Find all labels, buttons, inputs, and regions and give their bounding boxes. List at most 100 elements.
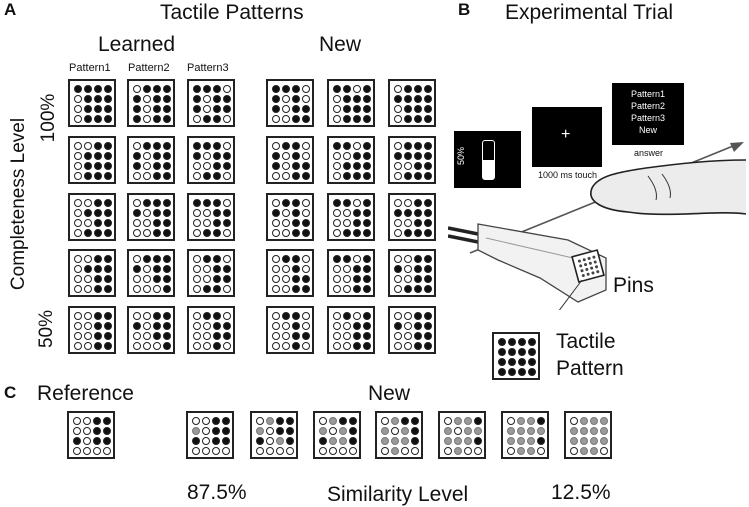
empty-pin	[394, 105, 402, 113]
empty-pin	[193, 209, 201, 217]
raised-pin	[143, 85, 151, 93]
empty-pin	[202, 447, 210, 455]
raised-pin	[153, 312, 161, 320]
pattern-grid	[187, 249, 235, 297]
removed-pin	[527, 447, 535, 455]
empty-pin	[133, 142, 141, 150]
raised-pin	[424, 209, 432, 217]
raised-pin	[292, 209, 300, 217]
empty-pin	[339, 447, 347, 455]
empty-pin	[302, 199, 310, 207]
raised-pin	[363, 142, 371, 150]
raised-pin	[424, 255, 432, 263]
empty-pin	[394, 115, 402, 123]
raised-pin	[394, 152, 402, 160]
empty-pin	[353, 312, 361, 320]
empty-pin	[74, 322, 82, 330]
removed-pin	[401, 427, 409, 435]
empty-pin	[404, 162, 412, 170]
finger-crease	[647, 173, 671, 201]
raised-pin	[343, 162, 351, 170]
raised-pin	[414, 275, 422, 283]
empty-pin	[333, 152, 341, 160]
similarity-pattern-grid	[186, 411, 234, 459]
answer-option-3: Pattern3	[631, 113, 666, 123]
raised-pin	[84, 162, 92, 170]
raised-pin	[282, 85, 290, 93]
raised-pin	[213, 115, 221, 123]
removed-pin	[590, 437, 598, 445]
empty-pin	[74, 275, 82, 283]
empty-pin	[394, 85, 402, 93]
empty-pin	[272, 265, 280, 273]
raised-pin	[363, 199, 371, 207]
empty-pin	[570, 447, 578, 455]
panel-a-letter: A	[4, 0, 17, 19]
similarity-pattern-grid	[375, 411, 423, 459]
raised-pin	[163, 229, 171, 237]
empty-pin	[223, 142, 231, 150]
removed-pin	[527, 437, 535, 445]
empty-pin	[143, 265, 151, 273]
raised-pin	[414, 95, 422, 103]
empty-pin	[143, 105, 151, 113]
empty-pin	[333, 95, 341, 103]
raised-pin	[94, 152, 102, 160]
empty-pin	[302, 265, 310, 273]
empty-pin	[193, 162, 201, 170]
raised-pin	[213, 162, 221, 170]
raised-pin	[213, 199, 221, 207]
raised-pin	[353, 265, 361, 273]
raised-pin	[394, 209, 402, 217]
raised-pin	[133, 162, 141, 170]
raised-pin	[292, 332, 300, 340]
new-heading-a: New	[319, 33, 362, 56]
pin-dots	[577, 255, 600, 278]
empty-pin	[133, 332, 141, 340]
raised-pin	[343, 85, 351, 93]
empty-pin	[74, 312, 82, 320]
raised-pin	[104, 115, 112, 123]
pattern-grid	[187, 306, 235, 354]
empty-pin	[83, 447, 91, 455]
tactile-label-line1: Tactile	[556, 330, 616, 353]
raised-pin	[193, 152, 201, 160]
raised-pin	[424, 199, 432, 207]
empty-pin	[282, 275, 290, 283]
raised-pin	[424, 312, 432, 320]
similarity-pattern-grid	[438, 411, 486, 459]
raised-pin	[163, 312, 171, 320]
raised-pin	[353, 219, 361, 227]
raised-pin	[414, 105, 422, 113]
empty-pin	[272, 199, 280, 207]
raised-pin	[498, 338, 506, 346]
device-illustration	[448, 142, 747, 310]
raised-pin	[474, 417, 482, 425]
raised-pin	[292, 172, 300, 180]
raised-pin	[292, 152, 300, 160]
pattern-grid	[327, 306, 375, 354]
raised-pin	[276, 417, 284, 425]
raised-pin	[213, 312, 221, 320]
empty-pin	[404, 275, 412, 283]
empty-pin	[272, 275, 280, 283]
empty-pin	[202, 417, 210, 425]
removed-pin	[391, 437, 399, 445]
empty-pin	[133, 219, 141, 227]
raised-pin	[163, 255, 171, 263]
empty-pin	[333, 285, 341, 293]
raised-pin	[343, 105, 351, 113]
raised-pin	[414, 115, 422, 123]
pattern-grid	[388, 306, 436, 354]
tactile-label-line2: Pattern	[556, 357, 624, 380]
empty-pin	[223, 115, 231, 123]
new-heading-c: New	[368, 382, 411, 405]
raised-pin	[153, 172, 161, 180]
empty-pin	[343, 332, 351, 340]
pattern-grid	[327, 136, 375, 184]
screen-answer: Pattern1 Pattern2 Pattern3 New	[612, 83, 684, 145]
raised-pin	[414, 209, 422, 217]
raised-pin	[292, 285, 300, 293]
empty-pin	[394, 199, 402, 207]
raised-pin	[518, 368, 526, 376]
